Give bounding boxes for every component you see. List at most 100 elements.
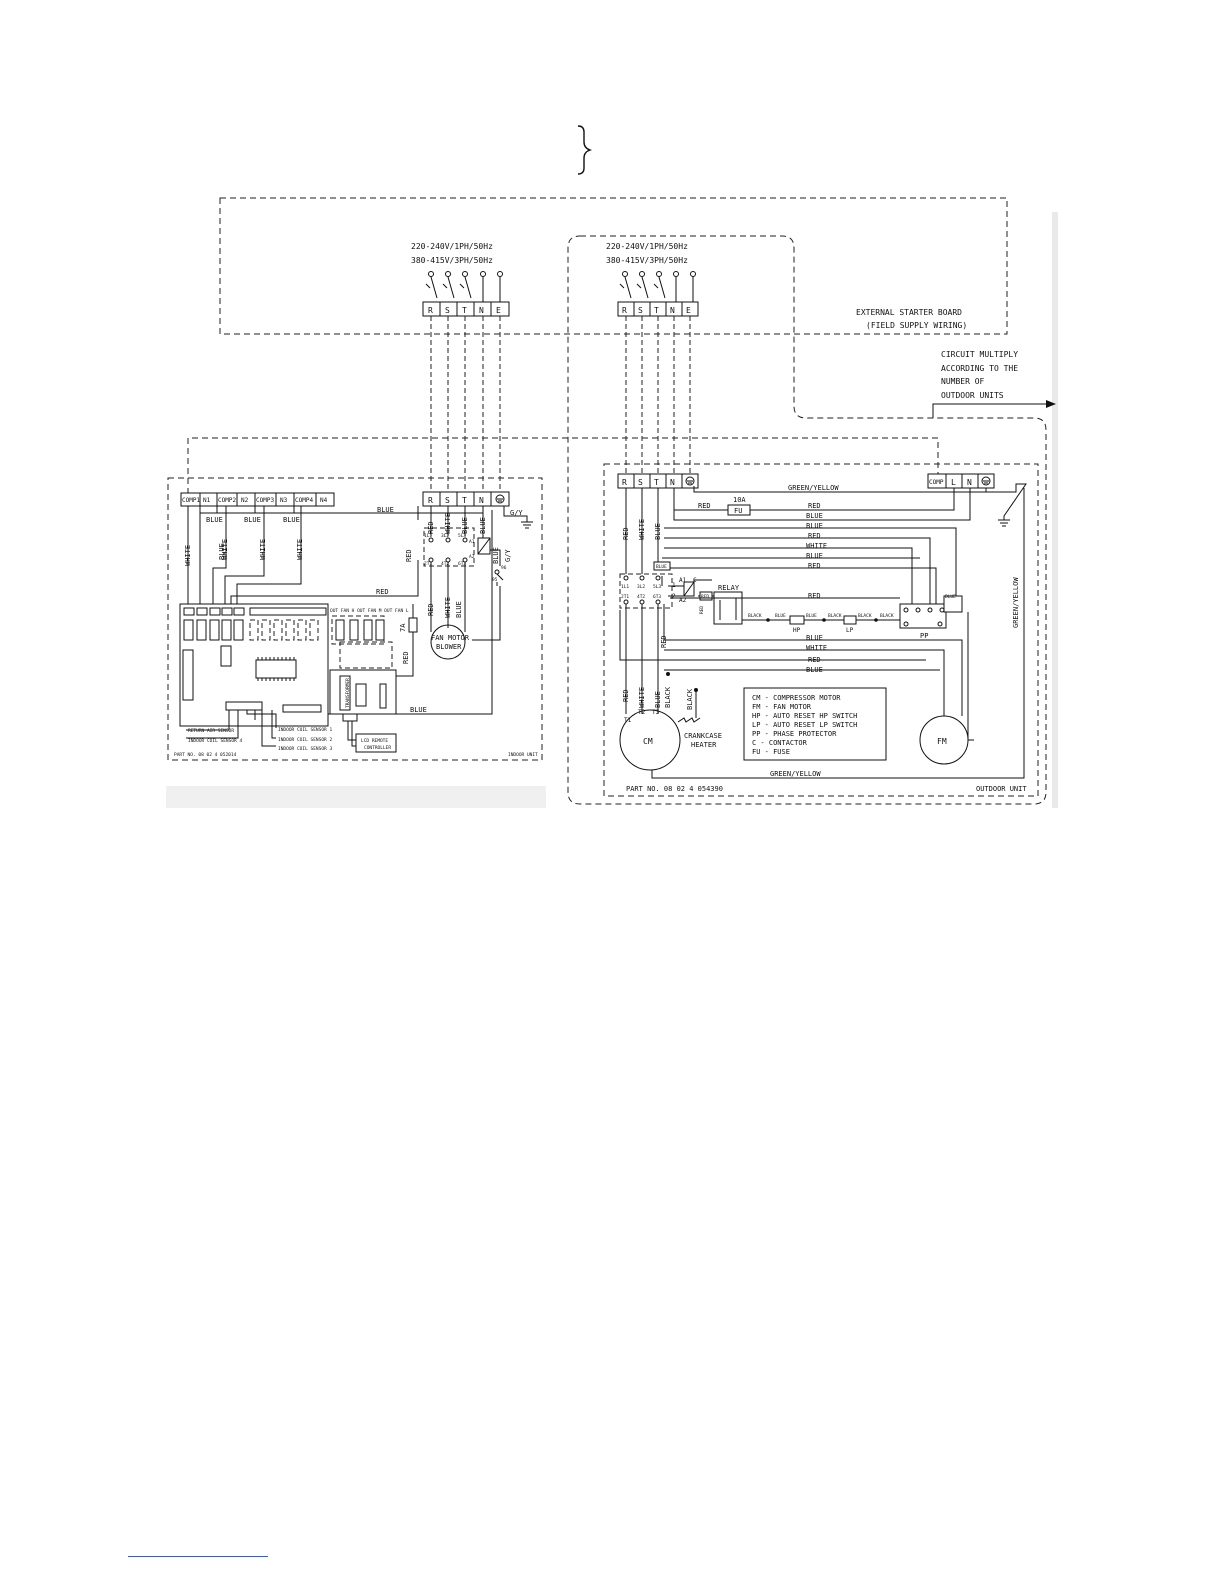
indoor-red-wire-to-board <box>230 506 419 604</box>
outdoor-wire-blue-1: BLUE <box>806 512 823 520</box>
outdoor-terminal-r: R <box>622 478 627 487</box>
indoor-wire-blue-4: BLUE <box>377 506 394 514</box>
legend-hp: HP - AUTO RESET HP SWITCH <box>752 712 857 720</box>
outdoor-contactor <box>619 561 695 609</box>
outdoor-bus-wires <box>625 488 971 521</box>
compressor-t1: T1 <box>624 717 632 724</box>
indoor-contactor-a1: A1 <box>469 539 475 545</box>
indoor-contactor-wire-blue-t: BLUE <box>461 517 469 534</box>
compressor-t3: T3 <box>652 709 660 716</box>
outdoor-supply-line2: 380-415V/3PH/50Hz <box>606 256 688 265</box>
indoor-wire-white-2: WHITE <box>221 539 229 560</box>
legend-pp: PP - PHASE PROTECTOR <box>752 730 837 738</box>
indoor-supply-switches <box>425 271 503 302</box>
external-board-title-line2: (FIELD SUPPLY WIRING) <box>866 321 967 330</box>
outdoor-junction-1 <box>666 672 670 676</box>
outdoor-unit-frame <box>603 463 1039 797</box>
outdoor-right-terminal-strip <box>927 473 995 489</box>
legend-box <box>743 687 887 761</box>
indoor-wire-white-motor: WHITE <box>444 597 452 618</box>
lcd-remote-wires <box>347 721 356 747</box>
indoor-contactor <box>423 506 504 608</box>
outdoor-chain-blue-2: BLUE <box>806 613 817 619</box>
indoor-fuse-label: 7A <box>399 623 407 632</box>
outdoor-wire-gy-top: GREEN/YELLOW <box>788 484 839 492</box>
indoor-sensor-wires <box>186 710 277 747</box>
legend-cm: CM - COMPRESSOR MOTOR <box>752 694 841 702</box>
circuit-note-line4: OUTDOOR UNITS <box>941 391 1004 400</box>
fan-motor-label-line1: FAN MOTOR <box>431 634 470 642</box>
legend-c: C - CONTACTOR <box>752 739 808 747</box>
phase-protector <box>899 595 963 629</box>
circuit-note-arrow <box>932 403 1048 418</box>
outdoor-contactor-6t3: 6T3 <box>653 594 661 600</box>
outdoor-contactor-blue: BLUE <box>656 564 667 570</box>
indoor-wire-red-fuse: RED <box>402 651 410 664</box>
outdoor-relay-tag-red: RED <box>701 594 709 600</box>
ext-indoor-terminal-e: E <box>496 306 501 315</box>
outdoor-contactor-a2: A2 <box>679 597 687 604</box>
outdoor-terminal-n2: N <box>967 478 972 487</box>
outdoor-safety-chain <box>742 615 908 625</box>
outdoor-contactor-2t1: 2T1 <box>621 594 629 600</box>
footer-link-underline <box>128 1556 268 1557</box>
outdoor-pp-label: PP <box>920 632 928 640</box>
outdoor-wire-red-3: RED <box>808 532 821 540</box>
indoor-transformer <box>329 641 397 722</box>
outdoor-fuse-label: FU <box>734 507 742 515</box>
fan-motor-label-line2: BLOWER <box>436 643 462 651</box>
indoor-wire-red-2: RED <box>405 549 413 562</box>
outdoor-junction-2 <box>694 688 698 692</box>
indoor-wire-white-1: WHITE <box>184 545 192 566</box>
fan-motor-blower <box>430 624 466 660</box>
crankcase-label-line2: HEATER <box>691 741 717 749</box>
indoor-wire-blue-motor: BLUE <box>455 601 463 618</box>
scan-edge-bottom <box>166 786 546 808</box>
outdoor-chain-black-4: BLACK <box>880 613 894 619</box>
outdoor-load-wires <box>619 604 974 741</box>
indoor-wire-blue-1: BLUE <box>206 516 223 524</box>
interconnect-dashed <box>187 437 939 494</box>
indoor-pcb-chip <box>255 657 297 681</box>
outdoor-chain-black-3: BLACK <box>858 613 872 619</box>
indoor-contactor-95: 95 <box>492 577 498 583</box>
outdoor-wire-blue-5: BLUE <box>806 666 823 674</box>
indoor-terminal-n4: N4 <box>320 497 328 504</box>
outdoor-vert-red: RED <box>622 527 630 540</box>
indoor-wire-blue-vert-2: BLUE <box>218 543 226 560</box>
circuit-note-line1: CIRCUIT MULTIPLY <box>941 350 1018 359</box>
outdoor-internal-wires <box>661 527 957 604</box>
indoor-terminal-s: S <box>445 496 450 505</box>
lcd-remote-line2: CONTROLLER <box>364 745 391 751</box>
compressor-t2: T2 <box>638 709 646 716</box>
indoor-contactor-wire-white-s: WHITE <box>444 513 452 534</box>
outdoor-terminal-l: L <box>951 478 956 487</box>
indoor-contactor-wire-blue-a: BLUE <box>492 547 500 564</box>
outdoor-wire-white-1: WHITE <box>806 542 827 550</box>
outdoor-terminal-comp: COMP <box>929 479 944 486</box>
outdoor-wire-red-2: RED <box>808 502 821 510</box>
outdoor-contactor-1l1: 1L1 <box>621 584 629 590</box>
indoor-ground-wire <box>503 506 533 529</box>
outdoor-contactor-1: 1 <box>672 582 676 589</box>
indoor-comp-wires <box>187 506 302 604</box>
ext-outdoor-terminal-r: R <box>622 306 627 315</box>
indoor-contactor-6t3: 6T3 <box>458 561 466 567</box>
indoor-contactor-1l1: 1L1 <box>424 533 432 539</box>
indoor-terminal-comp3: COMP3 <box>256 497 274 504</box>
legend-fm: FM - FAN MOTOR <box>752 703 812 711</box>
lcd-remote-controller <box>355 733 397 753</box>
external-starter-board-border <box>219 197 1008 335</box>
outdoor-fuse-rating: 10A <box>733 496 746 504</box>
indoor-wire-gy: G/Y <box>510 509 523 517</box>
indoor-fuse <box>408 617 418 633</box>
indoor-power-terminal-strip <box>422 491 510 507</box>
indoor-terminal-n: N <box>479 496 484 505</box>
ext-outdoor-terminal-t: T <box>654 306 659 315</box>
outdoor-wire-gy-bottom: GREEN/YELLOW <box>770 770 821 778</box>
curly-brace <box>577 125 593 175</box>
indoor-pcb-header-pins <box>182 645 322 713</box>
crankcase-heater <box>677 717 701 723</box>
outdoor-part-no: PART NO. 08 02 4 054390 <box>626 785 723 793</box>
indoor-terminal-r: R <box>428 496 433 505</box>
